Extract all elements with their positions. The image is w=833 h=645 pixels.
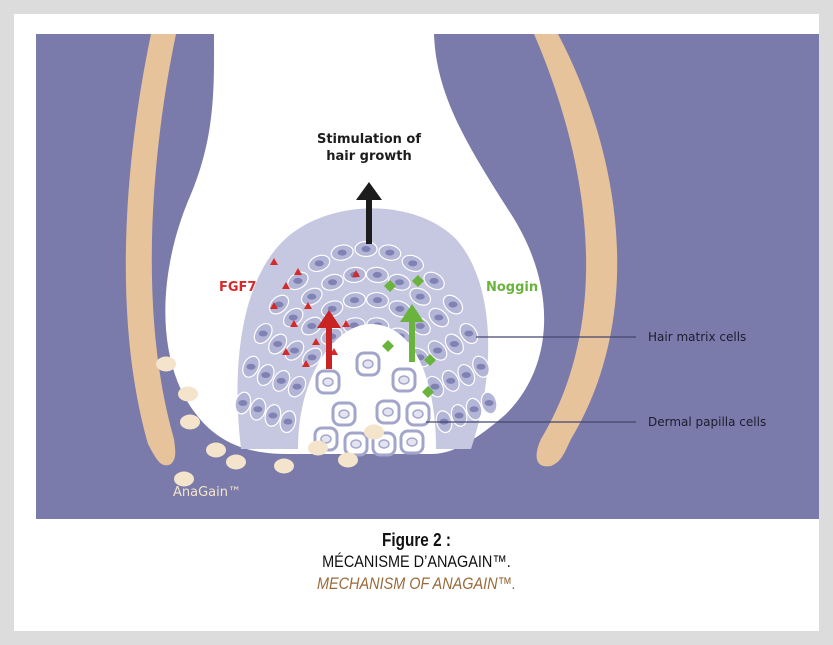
papilla-cell	[317, 371, 339, 393]
papilla-cell-nucleus	[407, 438, 417, 446]
matrix-cell-nucleus	[373, 272, 382, 278]
caption-english: MECHANISM OF ANAGAIN™.	[74, 573, 758, 595]
matrix-cell-nucleus	[455, 412, 464, 418]
papilla-cell	[345, 433, 367, 455]
figure-caption: Figure 2 : MÉCANISME D’ANAGAIN™. MECHANI…	[14, 529, 819, 595]
anagain-label: AnaGain™	[173, 485, 241, 500]
matrix-cell-nucleus	[261, 372, 270, 378]
matrix-cell-nucleus	[293, 384, 302, 390]
papilla-cell-nucleus	[323, 378, 333, 386]
matrix-cell-nucleus	[446, 378, 455, 384]
anagain-dot	[178, 387, 198, 402]
matrix-cell-nucleus	[362, 246, 371, 252]
fgf7-label: FGF7	[219, 280, 256, 295]
anagain-dot	[338, 453, 358, 468]
matrix-cell-nucleus	[434, 315, 443, 321]
papilla-cell-nucleus	[351, 440, 361, 448]
matrix-cell-nucleus	[385, 250, 394, 256]
papilla-cell	[377, 401, 399, 423]
stimulation-label-line1: Stimulation of	[317, 132, 421, 147]
matrix-cell-nucleus	[259, 331, 268, 337]
matrix-cell-nucleus	[268, 412, 277, 418]
matrix-cell-nucleus	[430, 278, 439, 284]
papilla-cell-nucleus	[339, 410, 349, 418]
matrix-cell-nucleus	[350, 297, 359, 303]
caption-title: Figure 2 :	[74, 529, 758, 551]
hair-matrix-label: Hair matrix cells	[648, 330, 746, 344]
papilla-cell	[357, 353, 379, 375]
matrix-cell-nucleus	[462, 372, 471, 378]
anagain-dot	[226, 455, 246, 470]
matrix-cell-nucleus	[464, 331, 473, 337]
matrix-cell-nucleus	[315, 260, 324, 266]
mechanism-diagram: Stimulation of hair growth FGF7 Noggin H…	[36, 34, 819, 519]
noggin-label: Noggin	[486, 280, 538, 295]
anagain-dot	[308, 441, 328, 456]
matrix-cell-nucleus	[283, 419, 292, 425]
papilla-cell	[401, 431, 423, 453]
caption-french: MÉCANISME D’ANAGAIN™.	[74, 551, 758, 573]
anagain-dot	[156, 357, 176, 372]
matrix-cell-nucleus	[293, 278, 302, 284]
matrix-cell-nucleus	[277, 378, 286, 384]
matrix-cell-nucleus	[408, 260, 417, 266]
matrix-cell-nucleus	[416, 294, 425, 300]
matrix-cell-nucleus	[485, 400, 494, 406]
matrix-cell-nucleus	[246, 364, 255, 370]
matrix-cell-nucleus	[395, 279, 404, 285]
matrix-cell-nucleus	[328, 279, 337, 285]
papilla-cell-nucleus	[413, 410, 423, 418]
anagain-dot	[364, 425, 384, 440]
matrix-cell-nucleus	[338, 250, 347, 256]
diagram-svg: Stimulation of hair growth FGF7 Noggin H…	[36, 34, 819, 519]
stimulation-label-line2: hair growth	[326, 149, 412, 164]
papilla-cell-nucleus	[363, 360, 373, 368]
papilla-cell-nucleus	[399, 376, 409, 384]
matrix-cell-nucleus	[430, 384, 439, 390]
anagain-dot	[180, 415, 200, 430]
matrix-cell-nucleus	[433, 348, 442, 354]
papilla-cell-nucleus	[379, 440, 389, 448]
matrix-cell-nucleus	[289, 315, 298, 321]
anagain-dot	[274, 459, 294, 474]
matrix-cell-nucleus	[373, 297, 382, 303]
matrix-cell-nucleus	[450, 341, 459, 347]
matrix-cell-nucleus	[308, 354, 317, 360]
matrix-cell-nucleus	[395, 306, 404, 312]
matrix-cell-nucleus	[449, 302, 458, 308]
matrix-cell-nucleus	[470, 406, 479, 412]
papilla-cell-nucleus	[383, 408, 393, 416]
matrix-cell-nucleus	[307, 323, 316, 329]
matrix-cell-nucleus	[290, 348, 299, 354]
matrix-cell-nucleus	[307, 294, 316, 300]
papilla-cell	[407, 403, 429, 425]
matrix-cell-nucleus	[477, 364, 486, 370]
papilla-cell	[393, 369, 415, 391]
matrix-cell-nucleus	[253, 406, 262, 412]
matrix-cell-nucleus	[238, 400, 247, 406]
matrix-cell-nucleus	[416, 323, 425, 329]
figure-frame: Stimulation of hair growth FGF7 Noggin H…	[14, 14, 819, 631]
matrix-cell-nucleus	[273, 341, 282, 347]
dermal-papilla-label: Dermal papilla cells	[648, 415, 766, 429]
anagain-dot	[206, 443, 226, 458]
papilla-cell	[333, 403, 355, 425]
